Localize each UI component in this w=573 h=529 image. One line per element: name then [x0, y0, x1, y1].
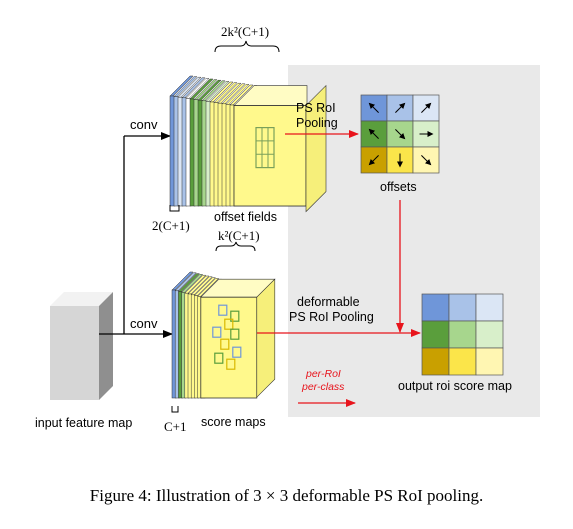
grid-cell	[448, 320, 477, 349]
grid-cell	[448, 347, 477, 376]
offset-front-face	[233, 105, 307, 207]
grid-cell	[421, 293, 450, 322]
legend-per-roi: per-RoI	[305, 368, 341, 380]
deformable-label-line2: PS RoI Pooling	[289, 310, 374, 324]
ps-roi-pooling-label-line2: Pooling	[296, 116, 338, 130]
output-roi-score-map	[421, 293, 504, 376]
conv-connectors	[99, 132, 173, 338]
offset-fields-stack	[169, 75, 327, 213]
score-side-face	[256, 278, 276, 398]
score-maps-stack	[171, 271, 276, 399]
grid-cell	[448, 293, 477, 322]
grid-cell	[475, 347, 504, 376]
bottom-depth-brace	[171, 406, 179, 413]
conv-top-label: conv	[130, 117, 158, 132]
ps-roi-pooling-label-line1: PS RoI	[296, 101, 336, 115]
offset-roi-box	[255, 126, 275, 169]
offset-arrow	[368, 102, 379, 113]
input-feature-map-label: input feature map	[35, 416, 132, 430]
output-roi-score-map-label: output roi score map	[398, 379, 512, 393]
deformed-bin	[218, 304, 228, 316]
offset-arrow	[368, 155, 379, 166]
score-maps-label: score maps	[201, 415, 266, 429]
input-feature-map	[50, 292, 113, 400]
deformed-bin	[224, 318, 234, 330]
deformed-bin	[226, 358, 236, 370]
grid-cell	[421, 320, 450, 349]
grid-cell	[421, 347, 450, 376]
offsets-label: offsets	[380, 180, 417, 194]
conv-bottom-label: conv	[130, 316, 158, 331]
offset-side-face	[305, 84, 327, 213]
bottom-depth-label: C+1	[164, 419, 187, 434]
top-depth-brace	[169, 205, 180, 212]
bottom-width-label: k²(C+1)	[218, 228, 260, 243]
figure-caption: Figure 4: Illustration of 3 × 3 deformab…	[89, 486, 484, 505]
offset-arrow	[395, 129, 406, 140]
offsets-grid	[360, 94, 440, 174]
grid-cell	[475, 293, 504, 322]
grid-cell	[386, 146, 414, 174]
top-depth-label: 2(C+1)	[152, 218, 190, 233]
offset-arrow	[395, 102, 406, 113]
offset-arrow	[368, 128, 379, 139]
offset-fields-label: offset fields	[214, 210, 277, 224]
legend-per-class: per-class	[301, 381, 345, 393]
deformed-bin	[230, 310, 240, 322]
deformed-bin	[220, 338, 230, 350]
deformed-bin	[232, 346, 242, 358]
deformed-bin	[214, 352, 224, 364]
grid-cell	[475, 320, 504, 349]
deformed-bin	[212, 326, 222, 338]
offset-arrow	[421, 102, 432, 113]
deformed-bin	[230, 328, 240, 340]
bottom-width-brace	[215, 241, 256, 252]
top-width-brace	[214, 40, 280, 53]
top-width-label: 2k²(C+1)	[221, 24, 269, 39]
offset-arrow	[421, 155, 432, 166]
deformable-label-line1: deformable	[297, 295, 360, 309]
